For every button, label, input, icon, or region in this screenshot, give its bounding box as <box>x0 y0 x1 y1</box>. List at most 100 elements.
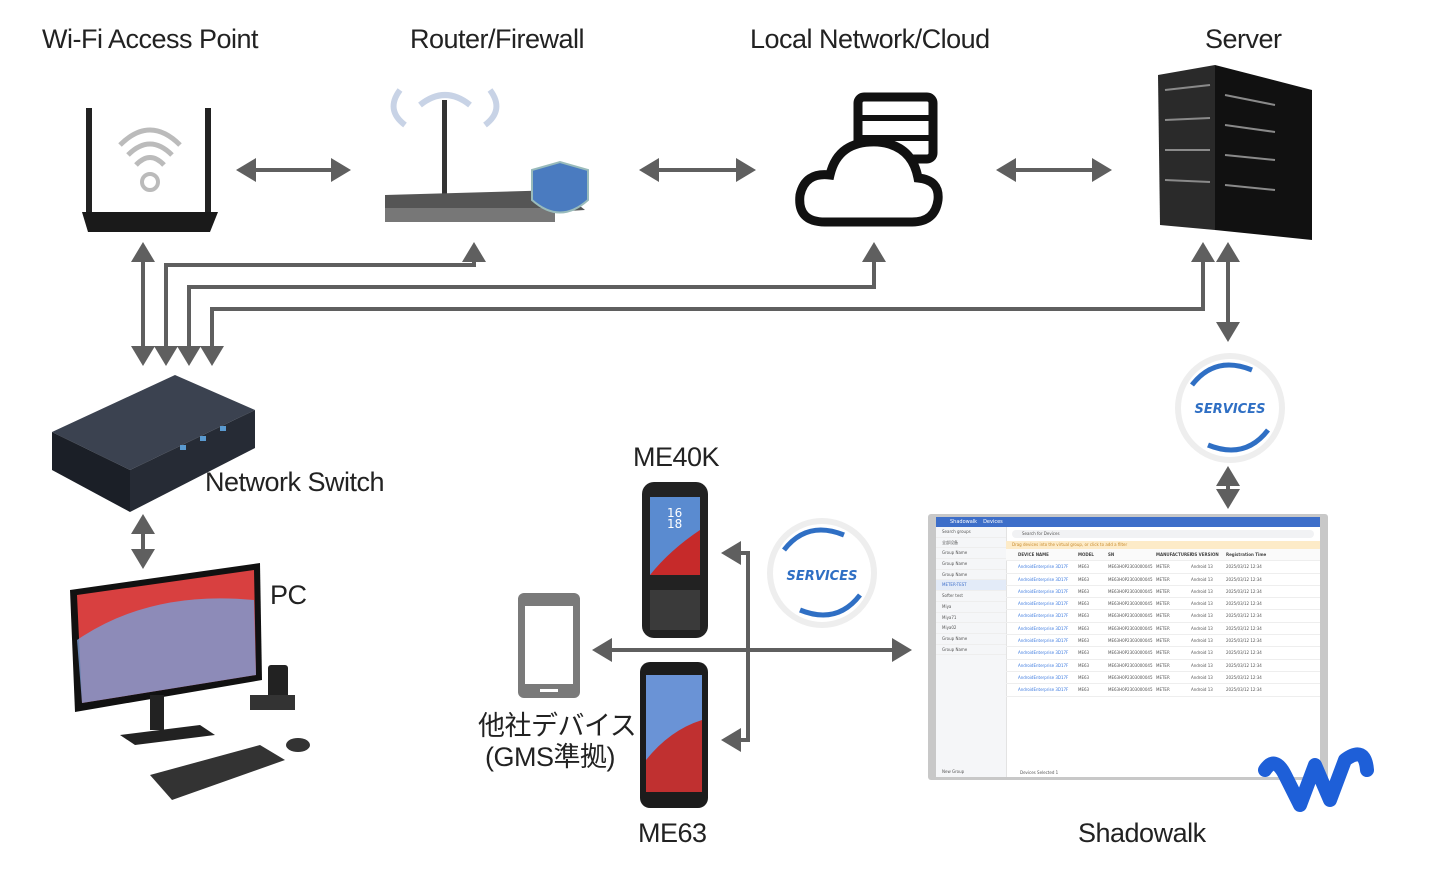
row-checkbox[interactable] <box>1010 672 1018 683</box>
row-checkbox[interactable] <box>1010 574 1018 585</box>
table-cell: ME63H0P2303000045 <box>1108 662 1153 668</box>
group-item[interactable]: Group Name <box>936 570 1006 581</box>
table-cell: METER <box>1156 601 1170 607</box>
table-cell: 2025/03/12 12:34 <box>1226 625 1262 631</box>
table-row[interactable]: AndroidEnterprise 3D17F ME63 ME63H0P230300… <box>1006 610 1320 623</box>
group-item[interactable]: METER-TEST <box>936 580 1006 592</box>
group-item[interactable]: 全部设备 <box>936 538 1006 549</box>
table-cell[interactable]: AndroidEnterprise 3D17F <box>1018 638 1069 644</box>
label-shadowalk: Shadowalk <box>1078 818 1206 848</box>
row-checkbox[interactable] <box>1010 598 1018 609</box>
table-cell: Android 13 <box>1191 674 1213 680</box>
new-group-button[interactable]: New Group <box>942 769 965 775</box>
row-checkbox[interactable] <box>1010 647 1018 658</box>
pc-icon <box>70 563 310 800</box>
label-cloud: Local Network/Cloud <box>750 24 990 54</box>
table-cell: ME63H0P2303000045 <box>1108 613 1153 619</box>
label-wifi: Wi-Fi Access Point <box>42 24 259 54</box>
table-cell: Android 13 <box>1191 687 1213 693</box>
table-cell: METER <box>1156 576 1170 582</box>
row-checkbox[interactable] <box>1010 561 1018 572</box>
table-cell: METER <box>1156 564 1170 570</box>
column-header: Registration Time <box>1226 552 1267 557</box>
group-item[interactable]: Group Name <box>936 548 1006 560</box>
table-row[interactable]: AndroidEnterprise 3D17F ME63 ME63H0P230300… <box>1006 574 1320 586</box>
group-item[interactable]: Miya <box>936 602 1006 613</box>
table-cell: ME63 <box>1078 576 1090 582</box>
services-icon: SERVICES <box>1175 353 1285 463</box>
row-checkbox[interactable] <box>1010 660 1018 671</box>
row-checkbox[interactable] <box>1010 623 1018 634</box>
network-switch-icon <box>52 375 255 512</box>
group-item[interactable]: Miya02 <box>936 623 1006 634</box>
group-item[interactable]: Miya71 <box>936 613 1006 624</box>
label-me40k: ME40K <box>633 442 720 472</box>
table-cell: Android 13 <box>1191 588 1213 594</box>
table-cell[interactable]: AndroidEnterprise 3D17F <box>1018 613 1069 619</box>
clock-hour: 16 <box>667 506 683 520</box>
table-cell[interactable]: AndroidEnterprise 3D17F <box>1018 576 1069 582</box>
table-cell: METER <box>1156 687 1170 693</box>
table-cell: ME63H0P2303000045 <box>1108 687 1153 693</box>
table-cell: ME63H0P2303000045 <box>1108 576 1153 582</box>
label-server: Server <box>1205 24 1282 54</box>
table-cell: METER <box>1156 674 1170 680</box>
row-checkbox[interactable] <box>1010 586 1018 597</box>
row-checkbox[interactable] <box>1010 684 1018 695</box>
cloud-server-icon <box>795 92 943 227</box>
table-cell: ME63 <box>1078 650 1090 656</box>
table-cell: 2025/03/12 12:34 <box>1226 564 1262 570</box>
connector-arrows <box>131 158 1240 752</box>
column-header: MODEL <box>1078 552 1094 557</box>
filter-banner: Drag devices into the virtual group, or … <box>1006 541 1320 549</box>
group-item[interactable]: Softer test <box>936 591 1006 602</box>
table-cell[interactable]: AndroidEnterprise 3D17F <box>1018 662 1069 668</box>
table-cell[interactable]: AndroidEnterprise 3D17F <box>1018 588 1069 594</box>
app-name: Shadowalk <box>950 519 978 525</box>
table-cell: Android 13 <box>1191 650 1213 656</box>
devices-selected-text: Devices Selected 1 <box>1020 770 1059 775</box>
search-groups-input[interactable]: Search groups <box>936 527 1006 538</box>
server-rack-icon <box>1158 65 1312 240</box>
label-switch: Network Switch <box>205 467 385 497</box>
table-cell[interactable]: AndroidEnterprise 3D17F <box>1018 674 1069 680</box>
row-checkbox[interactable] <box>1010 549 1018 560</box>
group-item[interactable]: Group Name <box>936 645 1006 656</box>
table-cell: ME63H0P2303000045 <box>1108 564 1153 570</box>
wifi-access-point-icon <box>82 108 218 232</box>
table-cell[interactable]: AndroidEnterprise 3D17F <box>1018 564 1069 570</box>
column-header: DEVICE NAME <box>1018 552 1049 557</box>
table-cell: ME63H0P2303000045 <box>1108 674 1153 680</box>
table-cell: ME63 <box>1078 613 1090 619</box>
table-cell: METER <box>1156 613 1170 619</box>
services-icon: SERVICES <box>767 518 877 628</box>
table-cell[interactable]: AndroidEnterprise 3D17F <box>1018 650 1069 656</box>
table-cell[interactable]: AndroidEnterprise 3D17F <box>1018 625 1069 631</box>
group-item[interactable]: Group Name <box>936 634 1006 645</box>
column-header: OS VERSION <box>1191 552 1219 557</box>
table-cell[interactable]: AndroidEnterprise 3D17F <box>1018 601 1069 607</box>
group-item[interactable]: Group Name <box>936 559 1006 570</box>
search-devices-input[interactable]: Search for Devices <box>1012 530 1314 538</box>
row-checkbox[interactable] <box>1010 610 1018 621</box>
table-cell: 2025/03/12 12:34 <box>1226 613 1262 619</box>
row-checkbox[interactable] <box>1010 635 1018 646</box>
table-cell: 2025/03/12 12:34 <box>1226 588 1262 594</box>
label-me63: ME63 <box>638 818 707 848</box>
table-cell[interactable]: AndroidEnterprise 3D17F <box>1018 687 1069 693</box>
table-cell: ME63 <box>1078 588 1090 594</box>
